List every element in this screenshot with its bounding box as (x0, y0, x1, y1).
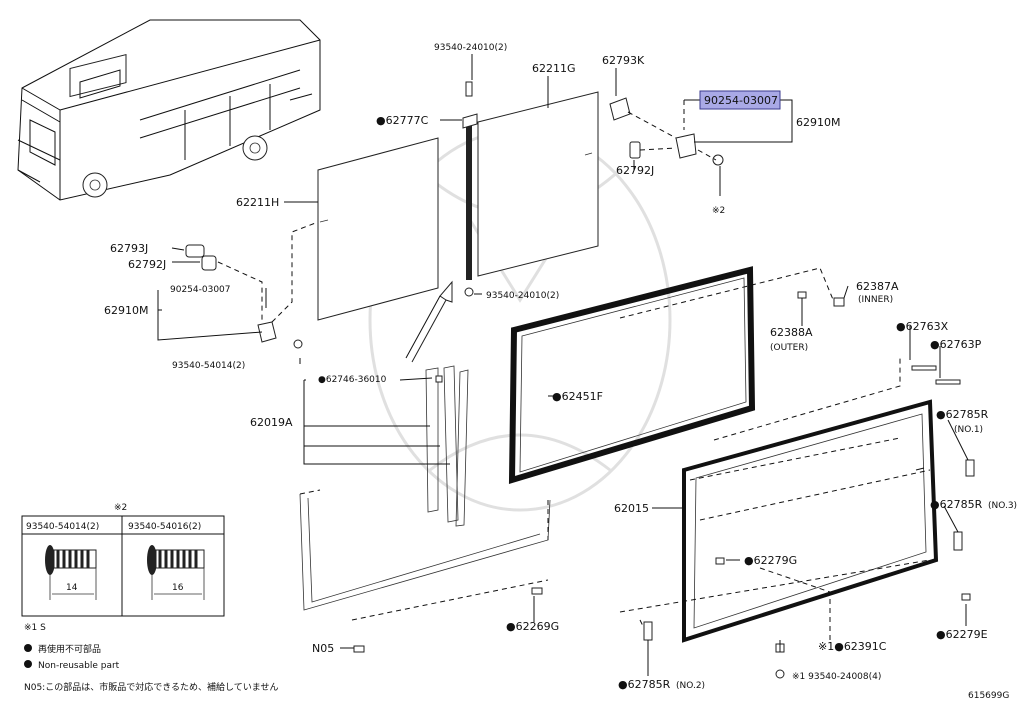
legend-col1: 93540-54014(2) (26, 522, 99, 532)
glass-62211H (317, 137, 439, 321)
label-frame[interactable]: 62015 (614, 502, 649, 515)
label-note2-ref: ※2 (712, 206, 725, 216)
label-pin-x[interactable]: ●62763X (896, 320, 949, 333)
label-clip-a[interactable]: 62388A (770, 326, 813, 339)
label-clip-c2[interactable]: ※1●62391C (818, 640, 887, 653)
legend-title: ※2 (114, 503, 127, 513)
assembly-arrow (411, 280, 453, 363)
screw-legend: ※2 93540-54014(2) 93540-54016(2) 14 16 ※… (21, 503, 279, 693)
screw-16-icon (147, 545, 205, 600)
label-screw-top[interactable]: 93540-24010(2) (434, 43, 507, 53)
label-bolt-highlight[interactable]: 90254-03007 (704, 94, 778, 107)
label-hinge-m-right[interactable]: 62910M (796, 116, 840, 129)
center-strip (462, 81, 478, 297)
non-reuse-dot-jp (24, 644, 32, 652)
hinge-left (185, 221, 319, 349)
label-pin-a-sub: (INNER) (858, 295, 893, 305)
label-bolt-left[interactable]: 90254-03007 (170, 285, 231, 295)
label-weatherstrip-f[interactable]: ●62451F (552, 390, 603, 403)
label-stopper-g[interactable]: ●62279G (744, 554, 797, 567)
label-catch-r3-sub: (NO.3) (988, 501, 1017, 511)
legend-dim1: 14 (66, 583, 78, 593)
glass-62211G (477, 91, 599, 277)
label-pin-p[interactable]: ●62763P (930, 338, 982, 351)
legend-col2: 93540-54016(2) (128, 522, 201, 532)
legend-non-reuse-jp: 再使用不可部品 (38, 643, 101, 655)
legend-n05-note: N05:この部品は、市販品で対応できるため、補給していません (24, 681, 279, 693)
part-labels: 93540-24010(2) 62211G 62793K 90254-03007… (104, 43, 1017, 691)
non-reuse-dot-en (24, 660, 32, 668)
legend-non-reuse-en: Non-reusable part (38, 661, 120, 671)
label-seal-36010[interactable]: ●62746-36010 (318, 375, 387, 385)
label-stopper-e[interactable]: ●62279E (936, 628, 988, 641)
figure-id: 615699G (968, 691, 1009, 701)
label-clip-c[interactable]: ●62777C (376, 114, 429, 127)
label-clip-a-sub: (OUTER) (770, 343, 808, 353)
legend-dim2: 16 (172, 583, 184, 593)
label-cover-j2[interactable]: 62792J (128, 258, 166, 271)
label-pin-a[interactable]: 62387A (856, 280, 899, 293)
leader-lines (157, 54, 969, 676)
bus-illustration (17, 19, 321, 201)
legend-note1: ※1 S (24, 623, 46, 633)
label-glass-right[interactable]: 62211G (532, 62, 576, 75)
label-rubber-g[interactable]: ●62269G (506, 620, 559, 633)
channel-62019A (299, 365, 551, 611)
label-n05[interactable]: N05 (312, 642, 334, 655)
weatherstrip-62451F (508, 266, 756, 485)
label-screw-bottom[interactable]: ※1 93540-24008(4) (792, 672, 881, 682)
label-cover-j-right[interactable]: 62792J (616, 164, 654, 177)
label-channel-a[interactable]: 62019A (250, 416, 293, 429)
highlight-box (699, 90, 781, 110)
label-catch-r2-sub: (NO.2) (676, 681, 705, 691)
label-screw-mid[interactable]: 93540-24010(2) (486, 291, 559, 301)
frame-62015 (682, 399, 939, 643)
hinge-right (609, 97, 724, 166)
assembly-lines (351, 267, 931, 641)
label-hinge-m-left[interactable]: 62910M (104, 304, 148, 317)
label-cover-j3[interactable]: 62793J (110, 242, 148, 255)
label-catch-r3[interactable]: ●62785R (930, 498, 983, 511)
screw-14-icon (45, 545, 97, 600)
label-catch-r1-sub: (NO.1) (954, 425, 983, 435)
label-glass-left[interactable]: 62211H (236, 196, 279, 209)
label-hinge-cover-k[interactable]: 62793K (602, 54, 645, 67)
label-screw-bottom-left[interactable]: 93540-54014(2) (172, 361, 245, 371)
label-catch-r2[interactable]: ●62785R (618, 678, 671, 691)
label-catch-r1[interactable]: ●62785R (936, 408, 989, 421)
